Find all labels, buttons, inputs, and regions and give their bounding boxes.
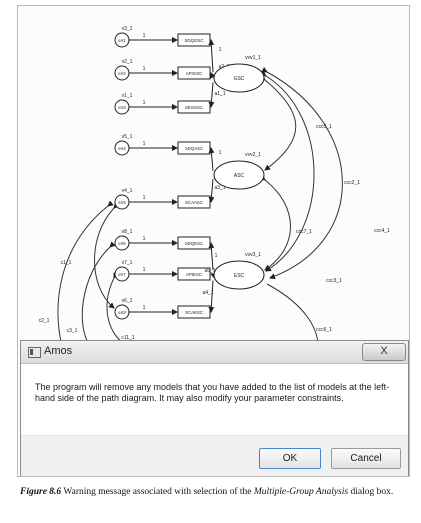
loading-arrow — [208, 179, 215, 203]
observed-variable-box — [177, 66, 211, 80]
loading-arrow — [208, 39, 215, 73]
dialog-titlebar[interactable]: Amos X — [21, 341, 408, 364]
caption-text: Warning message associated with selectio… — [61, 487, 254, 497]
error-label: err8 — [118, 310, 126, 315]
error-variance-label: v8_1 — [122, 229, 133, 235]
error-label: err5 — [118, 200, 126, 205]
error-variance-label: v1_1 — [122, 93, 133, 99]
error-path-label: 1 — [143, 236, 146, 242]
error-path-label: 1 — [143, 66, 146, 72]
error-variance-label: v2_1 — [122, 59, 133, 65]
error-path-label: 1 — [143, 305, 146, 311]
observed-variable-label: APIGSC — [186, 71, 203, 76]
dialog-button-bar: OK Cancel — [21, 435, 408, 476]
covariance-curve — [261, 66, 343, 280]
latent-variance-label: vvv3_1 — [245, 252, 261, 258]
latent-factor-label: GSC — [234, 76, 245, 82]
warning-message: The program will remove any models that … — [35, 382, 390, 403]
loading-arrow — [210, 72, 216, 79]
covariance-label: c1_1 — [61, 260, 72, 266]
error-label: err4 — [118, 146, 126, 151]
error-variance-label: v7_1 — [122, 260, 133, 266]
covariance-label: ccc7_1 — [296, 229, 312, 235]
amos-warning-dialog: Amos X The program will remove any model… — [20, 340, 409, 476]
latent-factor-label: ESC — [234, 273, 245, 279]
observed-variable-label: SDQASC — [185, 146, 204, 151]
covariance-label: c3_1 — [67, 328, 78, 334]
error-path-label: 1 — [143, 33, 146, 39]
loading-label: 1 — [215, 253, 218, 259]
observed-variable-label: SESGSC — [185, 105, 203, 110]
observed-variable-label: SCAESC — [185, 310, 203, 315]
close-icon: X — [380, 345, 388, 357]
loading-label: a4_1 — [202, 290, 213, 296]
path-diagram: ccc5_1 ccc2_1 ccc4_1 ccc7_1 ccc3_1 ccc6_1 c1_1… — [39, 26, 390, 347]
figure-caption: Figure 8.6 Warning message associated wi… — [20, 486, 408, 498]
loading-arrow — [210, 273, 217, 279]
error-variance-label: v6_1 — [122, 298, 133, 304]
dialog-title: Amos — [44, 345, 73, 357]
observed-variable-label: SCAASC — [185, 200, 203, 205]
latent-variance-label: vvv2_1 — [245, 152, 261, 158]
loading-arrow — [208, 147, 215, 171]
loading-arrow — [208, 242, 215, 271]
error-variance-label: v4_1 — [122, 188, 133, 194]
error-label: err2 — [118, 71, 126, 76]
covariance-curve — [259, 174, 291, 271]
close-button[interactable]: X — [362, 343, 406, 361]
observed-variable-label: SDQGSC — [184, 38, 203, 43]
loading-arrow — [208, 280, 215, 313]
covariance-curve — [94, 202, 120, 309]
latent-factor-ellipse — [213, 160, 265, 190]
loading-label: 1 — [219, 150, 222, 156]
caption-emphasis: Multiple-Group Analysis — [253, 487, 349, 497]
loading-label: a3_1 — [214, 185, 225, 191]
loading-arrow — [208, 82, 215, 108]
covariance-label: c2_1 — [39, 318, 50, 324]
latent-factor-label: ASC — [234, 173, 245, 179]
latent-factor-ellipse — [213, 63, 265, 93]
latent-factor-ellipse — [213, 260, 265, 290]
figure-label: Figure 8.6 — [20, 487, 62, 497]
error-variance-label: v3_1 — [122, 26, 133, 32]
covariance-curve — [260, 70, 315, 272]
covariance-curve — [57, 200, 114, 347]
error-path-label: 1 — [143, 267, 146, 273]
covariance-label: ccc4_1 — [374, 228, 390, 234]
loading-label: 1 — [219, 47, 222, 53]
latent-variance-label: vvv1_1 — [245, 55, 261, 61]
covariance-curve — [259, 74, 297, 171]
loading-label: a5_1 — [204, 268, 215, 274]
loading-label: a1_1 — [214, 91, 225, 97]
error-path-label: 1 — [143, 100, 146, 106]
app-window-icon — [28, 347, 41, 358]
error-variance-label: v5_1 — [122, 134, 133, 140]
error-label: err3 — [118, 105, 126, 110]
covariance-curve — [81, 241, 116, 347]
covariance-curve — [266, 283, 319, 347]
error-label: err6 — [118, 241, 126, 246]
observed-variable-label: APIESC — [186, 272, 202, 277]
covariance-label: ccc3_1 — [326, 278, 342, 284]
covariance-label: ccc6_1 — [316, 327, 332, 333]
caption-text-end: dialog box. — [348, 487, 394, 497]
error-label: err1 — [118, 38, 126, 43]
screenshot-frame: ccc5_1 ccc2_1 ccc4_1 ccc7_1 ccc3_1 ccc6_1 c1_1… — [17, 5, 410, 477]
error-path-label: 1 — [143, 195, 146, 201]
observed-variable-box — [177, 267, 211, 281]
cancel-button[interactable]: Cancel — [331, 448, 401, 469]
error-label: err7 — [118, 272, 126, 277]
covariance-label: c11_1 — [121, 335, 134, 341]
error-path-label: 1 — [143, 141, 146, 147]
covariance-label: ccc2_1 — [344, 180, 360, 186]
observed-variable-label: SDQESC — [185, 241, 204, 246]
covariance-label: ccc5_1 — [316, 124, 332, 130]
ok-button[interactable]: OK — [259, 448, 321, 469]
